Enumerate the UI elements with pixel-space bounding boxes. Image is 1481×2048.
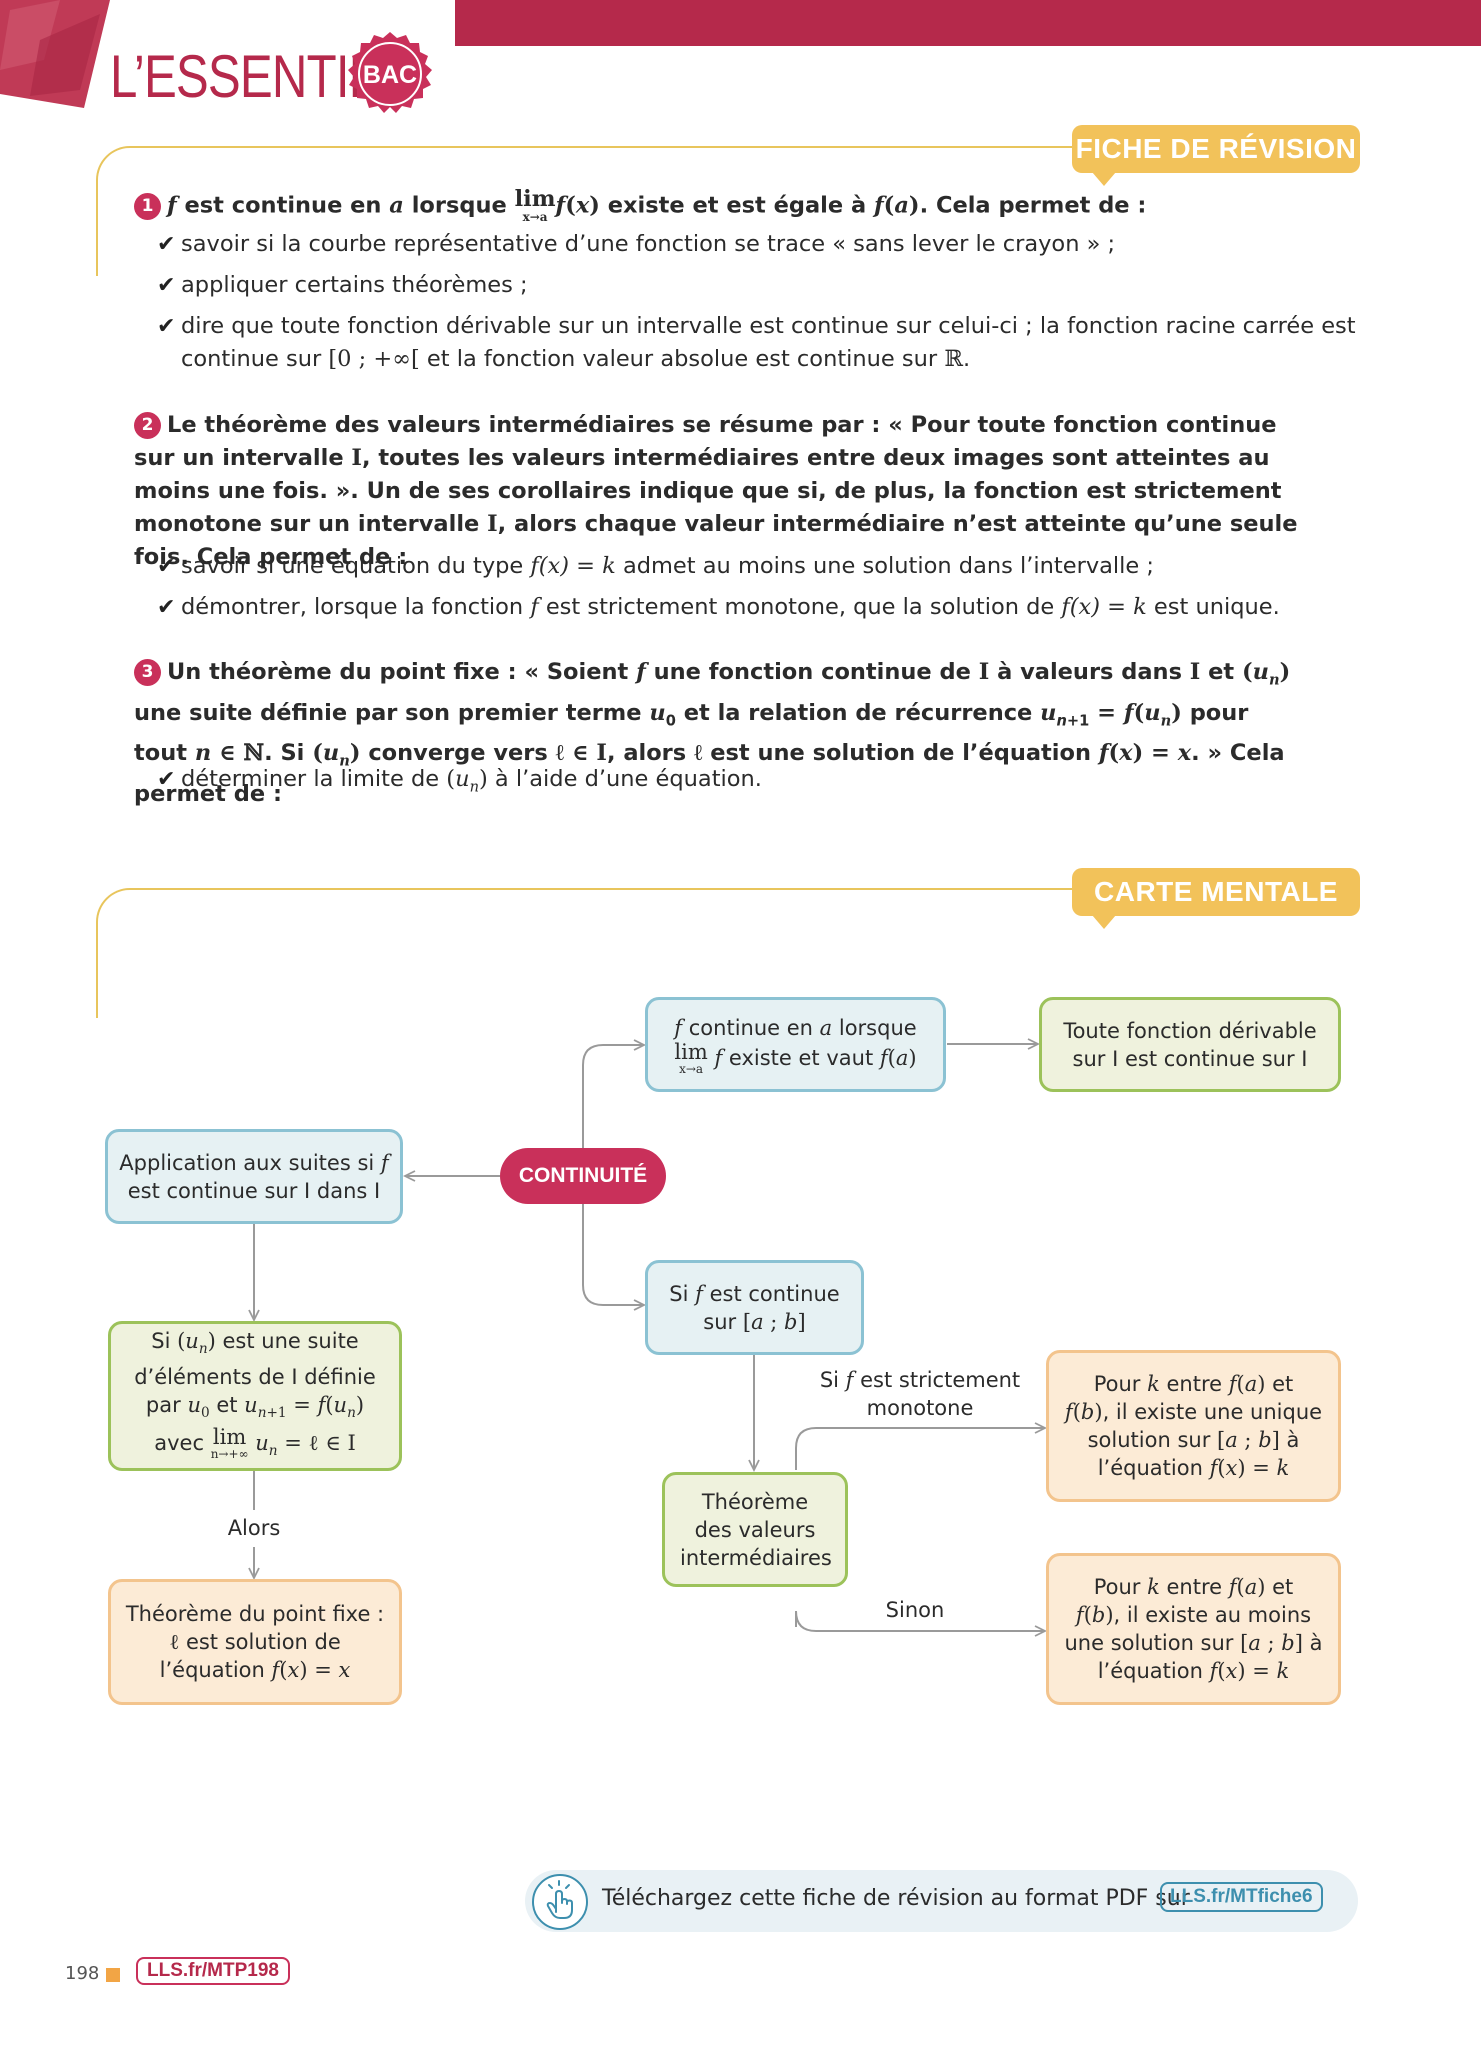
page-marker [106, 1968, 120, 1982]
link-center-si [582, 1204, 647, 1311]
revision-3-item-1: ✔déterminer la limite de (un) à l’aide d… [157, 763, 1361, 804]
node-si-continue: Si f est continue sur [a ; b] [645, 1260, 864, 1355]
check-icon: ✔ [157, 767, 176, 792]
check-icon: ✔ [157, 232, 176, 257]
node-point-fixe: Théorème du point fixe : ℓ est solution … [108, 1579, 402, 1705]
node-at-least-one-solution: Pour k entre f(a) et f(b), il existe au … [1046, 1553, 1341, 1705]
link-center-top [582, 1039, 647, 1148]
mindmap-frame [96, 888, 1078, 1018]
check-icon: ✔ [157, 595, 176, 620]
revision-1-item-2: ✔appliquer certains théorèmes ; [157, 269, 1361, 302]
page-link[interactable]: LLS.fr/MTP198 [136, 1957, 290, 1985]
label-strictement-monotone: Si f est strictement monotone [819, 1368, 1021, 1420]
revision-1-item-3: ✔dire que toute fonction dérivable sur u… [157, 310, 1361, 376]
label-sinon: Sinon [885, 1598, 945, 1622]
header-bar [455, 0, 1481, 46]
link-tvi-unique [795, 1422, 1048, 1470]
touch-hand-icon [532, 1874, 588, 1930]
node-suite-definie: Si (un) est une suite d’éléments de I dé… [108, 1321, 402, 1471]
download-text: Téléchargez cette fiche de révision au f… [602, 1886, 1190, 1911]
download-bar [525, 1870, 1358, 1932]
revision-2-item-1: ✔savoir si une équation du type f(x) = k… [157, 550, 1361, 583]
check-icon: ✔ [157, 273, 176, 298]
link-tvi-moins [795, 1610, 1048, 1637]
number-badge-3: 3 [134, 659, 161, 686]
check-icon: ✔ [157, 314, 176, 339]
node-tvi: Théorème des valeurs intermédiaires [662, 1472, 848, 1587]
revision-2-item-2: ✔démontrer, lorsque la fonction f est st… [157, 591, 1361, 624]
revision-1-item-1: ✔savoir si la courbe représentative d’un… [157, 228, 1361, 261]
bac-badge-label: BAC [363, 61, 417, 89]
node-unique-solution: Pour k entre f(a) et f(b), il existe une… [1046, 1350, 1341, 1502]
bac-badge: BAC [348, 32, 432, 113]
number-badge-2: 2 [134, 412, 161, 439]
corner-decoration [0, 0, 110, 108]
center-node-continuite: CONTINUITÉ [500, 1148, 666, 1204]
number-badge-1: 1 [134, 192, 161, 220]
label-alors: Alors [227, 1516, 281, 1540]
mindmap-tag: CARTE MENTALE [1072, 868, 1360, 929]
download-link[interactable]: LLS.fr/MTfiche6 [1160, 1882, 1323, 1912]
revision-frame [96, 146, 1078, 276]
page-number: 198 [65, 1963, 100, 1984]
check-icon: ✔ [157, 554, 176, 579]
revision-tag: FICHE DE RÉVISION [1072, 125, 1360, 186]
